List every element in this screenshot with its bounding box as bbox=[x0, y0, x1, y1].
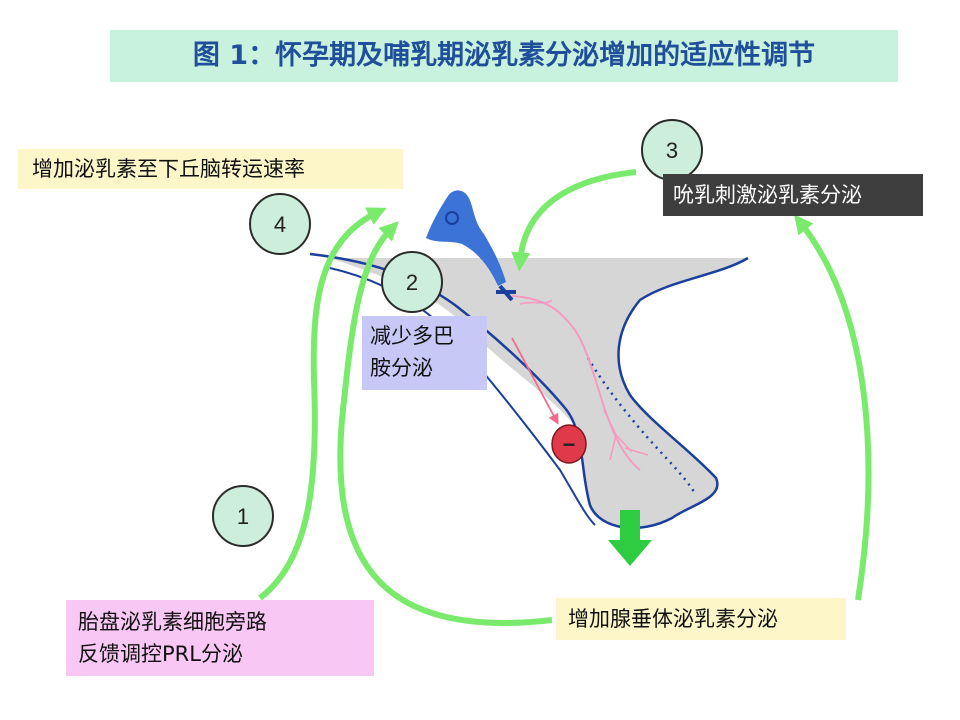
axon-pink bbox=[511, 295, 641, 471]
figure-title: 图 1：怀孕期及哺乳期泌乳素分泌增加的适应性调节 bbox=[110, 30, 898, 82]
inhibit-circle bbox=[551, 424, 587, 464]
label-reduce-dopamine-line1: 减少多巴 bbox=[370, 324, 454, 348]
marker-1: 1 bbox=[212, 485, 274, 547]
arrow-1-placenta-to-hypothalamus bbox=[258, 207, 387, 601]
svg-text:4: 4 bbox=[274, 212, 286, 237]
marker-3: 3 bbox=[641, 119, 703, 181]
label-placental-feedback-line2: 反馈调控PRL分泌 bbox=[78, 642, 243, 666]
pituitary-gland bbox=[330, 258, 748, 528]
label-reduce-dopamine: 减少多巴 胺分泌 bbox=[362, 316, 487, 390]
arrow-4-pituitary-to-hypothalamus bbox=[337, 221, 553, 627]
label-reduce-dopamine-line2: 胺分泌 bbox=[370, 356, 433, 380]
svg-text:3: 3 bbox=[666, 138, 678, 163]
portal-vessel-dotted bbox=[586, 357, 698, 496]
label-increase-pituitary-prl: 增加腺垂体泌乳素分泌 bbox=[556, 598, 846, 640]
label-transport-rate: 增加泌乳素至下丘脑转运速率 bbox=[18, 149, 403, 189]
label-placental-feedback-line1: 胎盘泌乳素细胞旁路 bbox=[78, 610, 267, 634]
marker-2: 2 bbox=[381, 251, 443, 313]
label-suckling-stimulus: 吮乳刺激泌乳素分泌 bbox=[663, 174, 923, 216]
arrow-3-suckling-to-hypothalamus bbox=[511, 169, 637, 272]
marker-4: 4 bbox=[249, 193, 311, 255]
neuron-icon bbox=[426, 190, 516, 302]
axon-branch bbox=[519, 299, 649, 461]
pituitary-output-arrow bbox=[608, 510, 652, 566]
svg-text:1: 1 bbox=[237, 504, 249, 529]
label-placental-feedback: 胎盘泌乳素细胞旁路 反馈调控PRL分泌 bbox=[66, 600, 374, 676]
svg-text:2: 2 bbox=[406, 270, 418, 295]
arrow-pituitary-to-suckling bbox=[794, 214, 872, 601]
inhibition-arrow bbox=[511, 337, 559, 425]
inhibit-symbol: − bbox=[563, 432, 576, 457]
